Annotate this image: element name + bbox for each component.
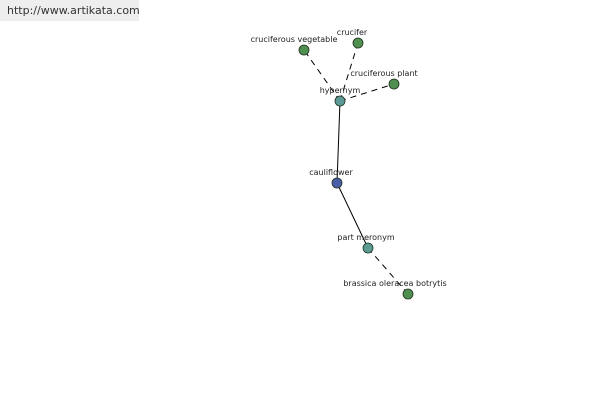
node-label-part-meronym: part meronym: [337, 233, 394, 242]
site-url-link[interactable]: http://www.artikata.com: [7, 4, 140, 17]
node-hypernym[interactable]: [334, 95, 346, 107]
labels-layer: cauliflower hypernym cruciferous vegetable…: [251, 28, 447, 288]
nodes-layer: [298, 37, 414, 300]
node-part-meronym[interactable]: [362, 242, 374, 254]
node-cruciferous-vegetable[interactable]: [298, 44, 310, 56]
node-brassica-oleracea-botrytis[interactable]: [402, 288, 414, 300]
node-crucifer[interactable]: [352, 37, 364, 49]
node-label-cauliflower: cauliflower: [309, 168, 353, 177]
node-label-cruciferous-plant: cruciferous plant: [350, 69, 417, 78]
node-cruciferous-plant[interactable]: [388, 78, 400, 90]
node-cauliflower[interactable]: [331, 177, 343, 189]
edge-cauliflower-to-part-meronym: [336, 182, 369, 249]
url-banner: http://www.artikata.com: [0, 0, 140, 21]
node-label-cruciferous-vegetable: cruciferous vegetable: [251, 35, 338, 44]
node-label-brassica-oleracea-botrytis: brassica oleracea botrytis: [343, 279, 446, 288]
edge-cauliflower-to-hypernym: [336, 100, 341, 184]
edge-hypernym-to-cruciferous-plant: [339, 83, 395, 102]
node-label-crucifer: crucifer: [337, 28, 368, 37]
node-label-hypernym: hypernym: [320, 86, 361, 95]
edges-layer: [303, 42, 409, 295]
